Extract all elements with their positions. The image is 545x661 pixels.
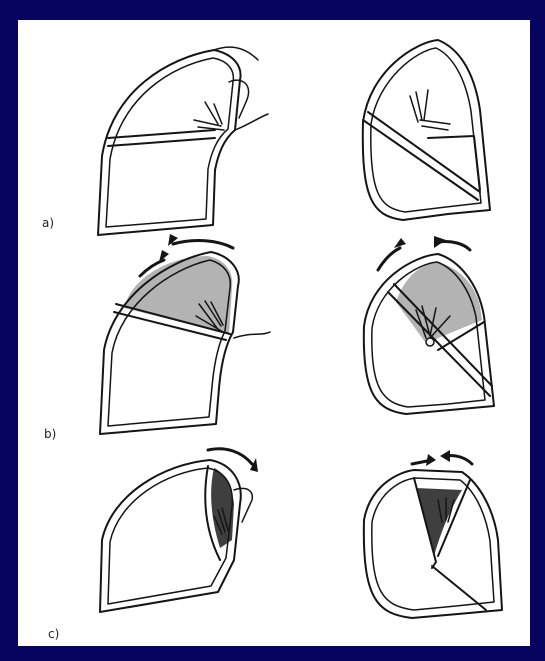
row-a-left-lung — [98, 47, 268, 235]
row-b-left-lung — [100, 234, 270, 434]
row-c-left-lung — [100, 449, 258, 612]
row-label-c: c) — [48, 627, 59, 641]
row-label-b: b) — [44, 427, 56, 441]
row-c-right-lung — [364, 450, 502, 618]
row-b-right-lung — [364, 236, 494, 414]
lung-collapse-diagram — [18, 20, 530, 646]
row-label-a: a) — [42, 216, 54, 230]
row-a-right-lung — [363, 40, 490, 220]
diagram-panel: a) b) c) — [18, 20, 530, 646]
